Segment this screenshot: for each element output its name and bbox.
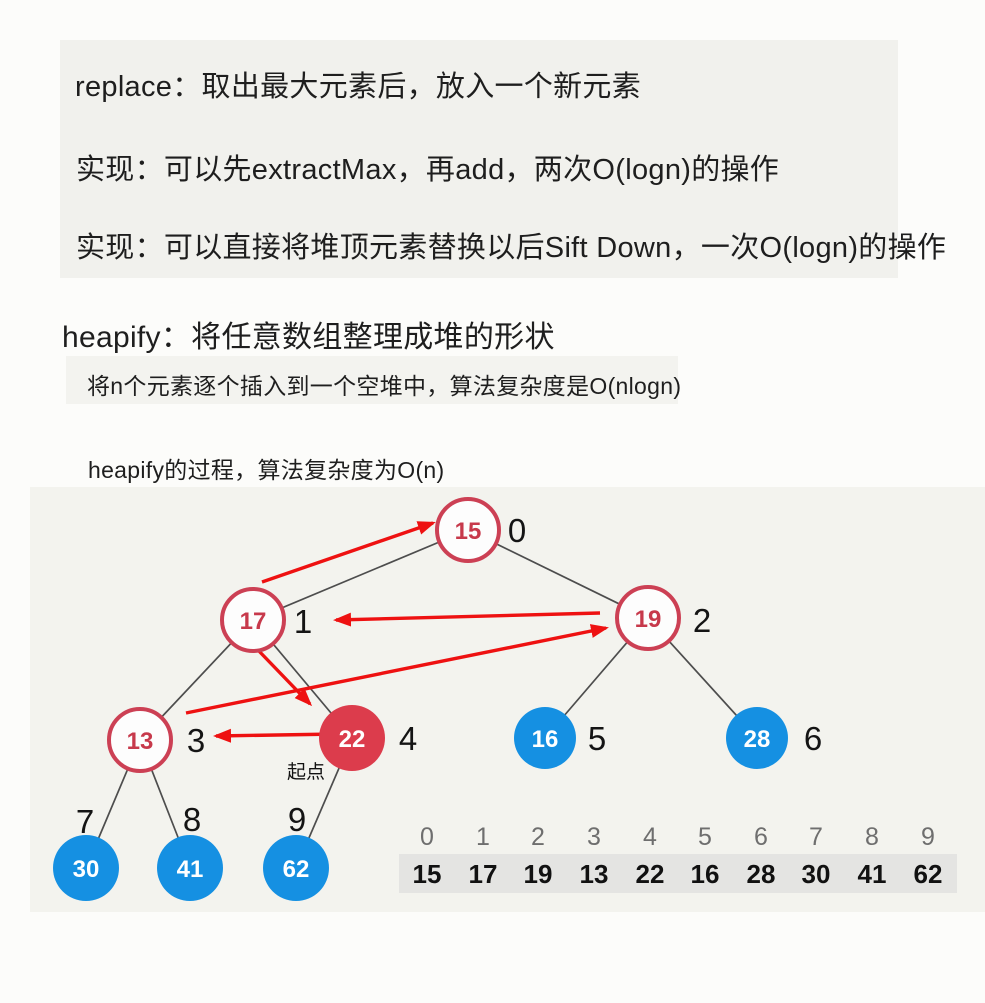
node-index-3: 3 (187, 722, 205, 759)
node-circle-15 (435, 497, 501, 563)
node-circle-13 (107, 707, 173, 773)
array-index-8: 8 (865, 823, 879, 851)
node-index-1: 1 (294, 603, 312, 640)
tree-node-28: 28 6 (726, 707, 822, 769)
tree-edge-0-1 (252, 529, 469, 621)
tree-node-30: 30 7 (53, 803, 119, 901)
node-index-7: 7 (76, 803, 94, 840)
node-value-41: 41 (177, 856, 204, 883)
node-circle-17 (220, 587, 286, 653)
node-circle-30 (53, 835, 119, 901)
node-index-2: 2 (693, 602, 711, 639)
array-value-7: 30 (802, 859, 831, 889)
tree-edge-0-2 (467, 529, 649, 619)
heapify-note-1: 将n个元素逐个插入到一个空堆中，算法复杂度是O(nlogn) (87, 373, 682, 399)
arrow-4-to-3 (213, 728, 339, 743)
node-circle-41 (157, 835, 223, 901)
node-circle-22 (319, 705, 385, 771)
array-index-0: 0 (420, 823, 434, 851)
array-value-4: 22 (636, 859, 665, 889)
node-circle-19 (615, 585, 681, 651)
node-index-5: 5 (588, 720, 606, 757)
implementation-line-2: 实现：可以直接将堆顶元素替换以后Sift Down，一次O(logn)的操作 (76, 232, 947, 264)
node-circle-28 (726, 707, 788, 769)
array-value-8: 41 (858, 859, 887, 889)
heap-tree-diagram: 起点 15 0 17 1 19 2 13 3 22 4 16 5 28 6 30… (53, 497, 957, 901)
arrow-3-to-2 (185, 624, 609, 715)
tree-node-22: 22 4 (319, 705, 417, 771)
node-value-30: 30 (73, 856, 100, 883)
tree-node-62: 62 9 (263, 801, 329, 901)
array-index-5: 5 (698, 823, 712, 851)
array-value-3: 13 (580, 859, 609, 889)
heapify-order-arrows (185, 521, 609, 743)
node-value-16: 16 (532, 726, 559, 753)
array-value-0: 15 (413, 859, 442, 889)
array-index-4: 4 (643, 823, 657, 851)
tree-node-16: 16 5 (514, 707, 606, 769)
node-value-22: 22 (339, 726, 366, 753)
array-index-2: 2 (531, 823, 545, 851)
intro-panel (60, 40, 898, 278)
arrow-1-to-0 (261, 521, 436, 584)
arrow-1-to-4 (255, 647, 313, 707)
tree-node-13: 13 3 (107, 707, 205, 773)
tree-node-41: 41 8 (157, 801, 223, 901)
node-value-19: 19 (635, 606, 662, 633)
tree-node-15: 15 0 (435, 497, 526, 563)
array-index-9: 9 (921, 823, 935, 851)
heap-array: 0 1 2 3 4 5 6 7 8 9 15 17 19 13 22 16 28… (399, 823, 957, 893)
node-circle-62 (263, 835, 329, 901)
array-value-9: 62 (914, 859, 943, 889)
node-index-9: 9 (288, 801, 306, 838)
replace-definition-line: replace：取出最大元素后，放入一个新元素 (75, 71, 642, 103)
node-value-13: 13 (127, 728, 154, 755)
array-value-6: 28 (747, 859, 776, 889)
heapify-title: heapify：将任意数组整理成堆的形状 (62, 321, 555, 354)
node-value-15: 15 (455, 518, 482, 545)
array-value-2: 19 (524, 859, 553, 889)
tree-node-19: 19 2 (615, 585, 711, 651)
heapify-note-2: heapify的过程，算法复杂度为O(n) (88, 457, 445, 483)
array-index-1: 1 (476, 823, 490, 851)
arrow-2-to-1 (333, 611, 601, 627)
node-value-17: 17 (240, 608, 267, 635)
node-index-6: 6 (804, 720, 822, 757)
implementation-line-1: 实现：可以先extractMax，再add，两次O(logn)的操作 (76, 154, 780, 186)
node-value-62: 62 (283, 856, 310, 883)
node-circle-16 (514, 707, 576, 769)
array-index-3: 3 (587, 823, 601, 851)
start-point-label: 起点 (287, 761, 325, 783)
node-value-28: 28 (744, 726, 771, 753)
array-index-6: 6 (754, 823, 768, 851)
node-index-8: 8 (183, 801, 201, 838)
node-index-4: 4 (399, 720, 417, 757)
array-index-7: 7 (809, 823, 823, 851)
node-index-0: 0 (508, 512, 526, 549)
array-value-1: 17 (469, 859, 498, 889)
array-value-5: 16 (691, 859, 720, 889)
tree-node-17: 17 1 (220, 587, 312, 653)
note-strip (66, 356, 678, 404)
array-band (399, 854, 957, 893)
